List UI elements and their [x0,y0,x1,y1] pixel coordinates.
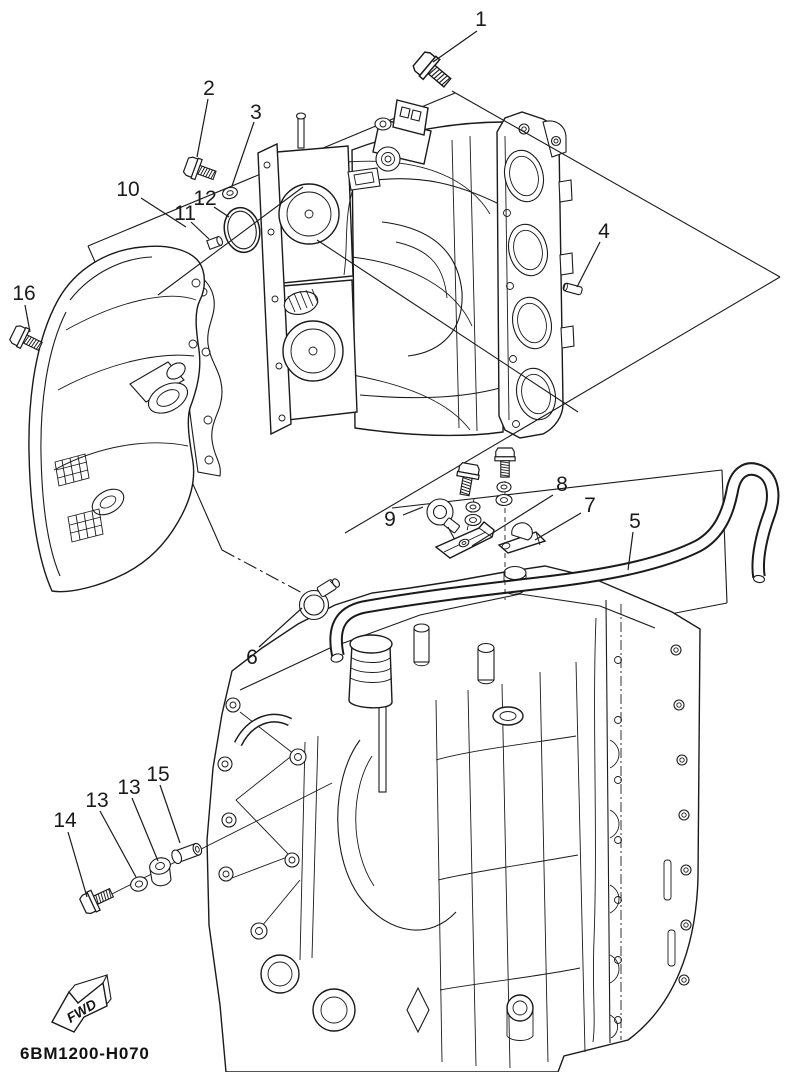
collar-13 [149,857,172,887]
bolt-2 [181,154,219,186]
callout-8: 8 [556,473,568,496]
callout-1: 1 [475,8,487,31]
hose-fitting [348,634,393,793]
silencer-cover-drawing [28,245,223,593]
leader-lines [24,30,634,898]
callout-9: 9 [384,508,396,531]
figure-code-label: 6BM1200-H070 [20,1044,150,1063]
callout-10: 10 [116,178,139,201]
hose-clamp-6 [298,578,341,621]
callout-13a: 13 [117,776,140,799]
callout-7: 7 [584,494,596,517]
block-left-bracket [217,697,319,961]
bolt-1 [409,48,457,94]
washer-stack [464,481,513,527]
throttle-sensor [347,99,432,191]
construction-lines-front [157,90,781,600]
cover-grille [54,453,104,543]
manifold-flange [496,111,575,439]
callout-11: 11 [174,202,196,225]
callout-13b: 13 [85,789,108,812]
callout-12: 12 [193,187,216,210]
callout-3: 3 [250,101,262,124]
orientation-diamond-mark [406,986,430,1034]
sleeve-15 [171,842,203,865]
callout-2: 2 [203,77,215,100]
callout-6: 6 [246,646,258,669]
bolt-bracket-right [494,447,516,478]
callout-5: 5 [629,510,641,533]
washer-3 [222,186,238,200]
callout-14: 14 [53,809,77,832]
bracket-8 [434,521,495,559]
block-bolt-bosses [614,644,692,1024]
bolt-bracket-left [453,461,482,498]
cylinder-block-drawing [206,565,701,1072]
fwd-direction-arrow: FWD [51,974,112,1033]
hardware-parts [7,48,583,917]
intake-manifold-drawing [257,99,575,439]
dowel-11 [206,236,223,250]
throttle-bodies [257,112,358,436]
callout-4: 4 [598,220,610,243]
breather-hose-drawing [329,462,780,663]
callout-15: 15 [146,763,169,786]
callout-labels: 1 2 3 4 5 6 7 8 9 10 11 12 13 13 14 15 1… [12,8,641,832]
clamp-7 [497,522,547,554]
o-ring-12 [223,206,261,254]
callout-16: 16 [12,282,35,305]
washer-13 [130,876,148,892]
pin-4 [562,282,583,296]
